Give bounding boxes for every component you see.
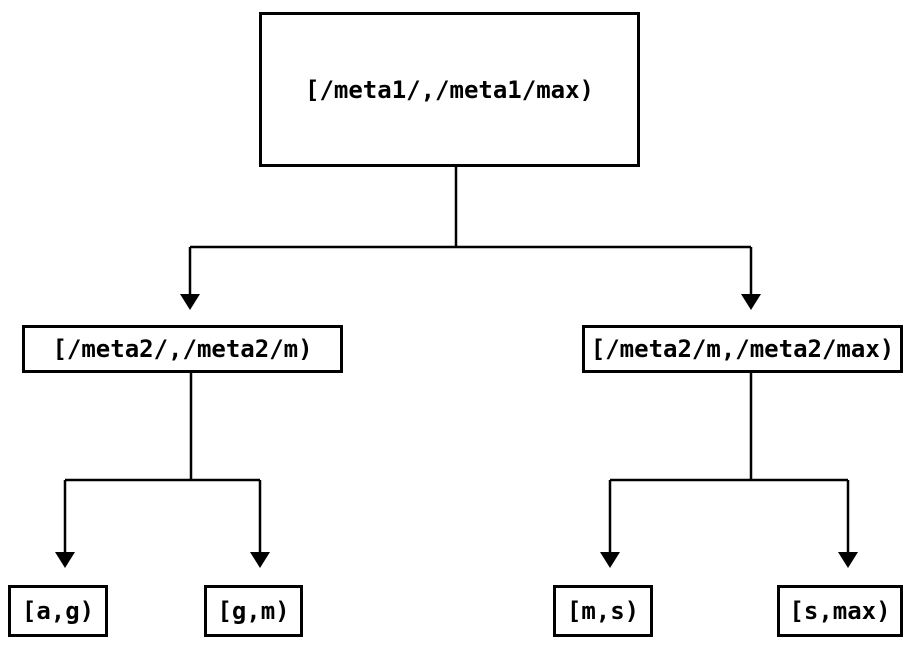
node-leaf-g-m-label: [g,m) xyxy=(217,597,290,625)
node-root: [/meta1/,/meta1/max) xyxy=(259,12,640,167)
node-leaf-a-g: [a,g) xyxy=(8,585,108,637)
node-right-child-label: [/meta2/m,/meta2/max) xyxy=(590,335,895,363)
arrowhead-leaf-ag xyxy=(55,552,75,568)
node-right-child: [/meta2/m,/meta2/max) xyxy=(582,325,903,373)
arrowhead-leaf-gm xyxy=(250,552,270,568)
arrowhead-right-child xyxy=(741,294,761,310)
node-leaf-a-g-label: [a,g) xyxy=(21,597,95,625)
arrowhead-leaf-smax xyxy=(838,552,858,568)
node-leaf-s-max-label: [s,max) xyxy=(789,597,891,625)
node-left-child: [/meta2/,/meta2/m) xyxy=(22,325,343,373)
arrowhead-leaf-ms xyxy=(600,552,620,568)
arrowhead-left-child xyxy=(180,294,200,310)
node-root-label: [/meta1/,/meta1/max) xyxy=(305,75,594,104)
node-leaf-g-m: [g,m) xyxy=(204,585,303,637)
node-leaf-m-s-label: [m,s) xyxy=(566,597,640,625)
node-left-child-label: [/meta2/,/meta2/m) xyxy=(52,335,313,363)
node-leaf-s-max: [s,max) xyxy=(777,585,903,637)
node-leaf-m-s: [m,s) xyxy=(553,585,653,637)
